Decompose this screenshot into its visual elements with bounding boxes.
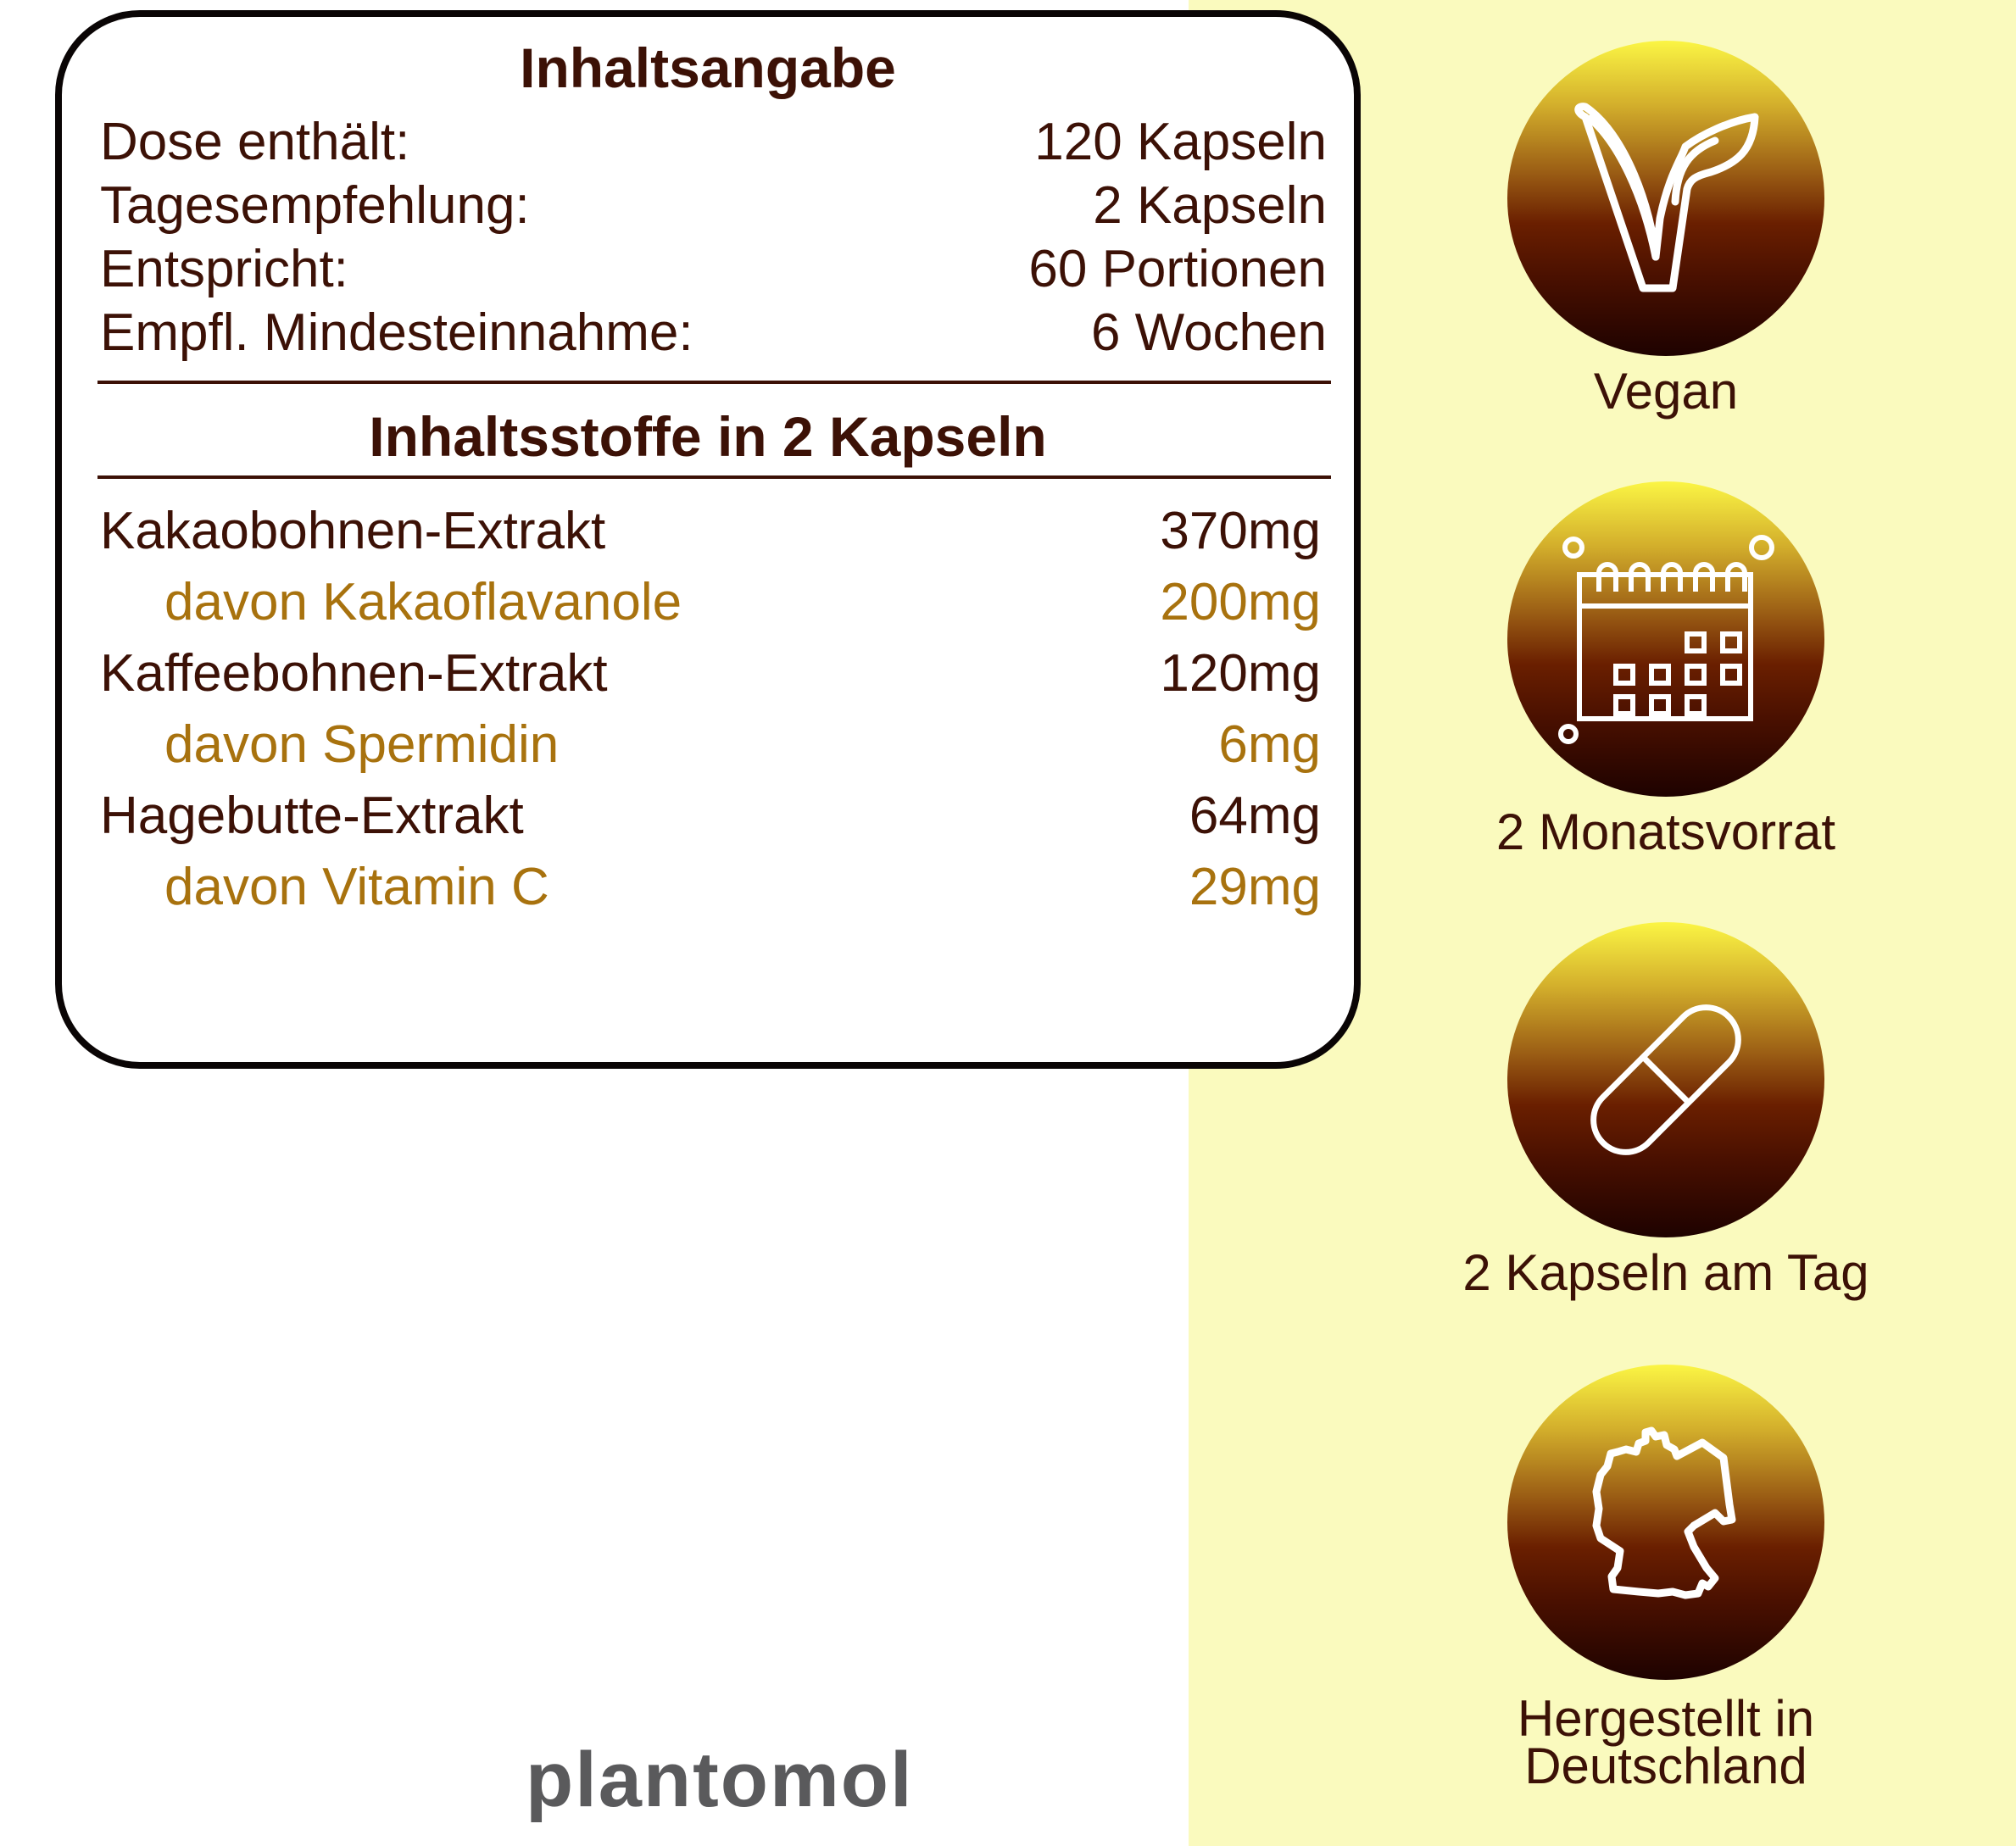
spec-row: Dose enthält: 120 Kapseln — [100, 110, 1327, 174]
card-title: Inhaltsangabe — [520, 36, 896, 99]
ingredient-value: 29mg — [1189, 858, 1321, 916]
calendar-icon — [1558, 535, 1774, 744]
spec-value: 6 Wochen — [1090, 303, 1327, 362]
ingredient-row: Kakaobohnen-Extrakt 370mg — [100, 496, 1321, 567]
ingredient-label: Kakaobohnen-Extrakt — [100, 502, 606, 560]
spec-row: Tagesempfehlung: 2 Kapseln — [100, 174, 1327, 237]
spec-value: 120 Kapseln — [1034, 113, 1327, 171]
divider — [97, 475, 1331, 479]
spec-row: Entspricht: 60 Portionen — [100, 237, 1327, 301]
ingredient-value: 120mg — [1160, 644, 1321, 703]
feature-label: 2 Kapseln am Tag — [1462, 1244, 1869, 1301]
feature-label: 2 Monatsvorrat — [1495, 803, 1836, 860]
spec-value: 2 Kapseln — [1093, 176, 1327, 235]
badge-circle — [1507, 922, 1824, 1237]
badge-circle — [1507, 41, 1824, 356]
ingredient-label: davon Vitamin C — [164, 858, 549, 916]
feature-label: Vegan — [1593, 363, 1739, 420]
ingredient-row: Hagebutte-Extrakt 64mg — [100, 781, 1321, 852]
vegan-leaf-icon — [1574, 103, 1759, 292]
ingredient-value: 200mg — [1160, 573, 1321, 631]
ingredient-value: 370mg — [1160, 502, 1321, 560]
ingredients-title: Inhaltsstoffe in 2 Kapseln — [369, 405, 1047, 468]
badge-circle — [1507, 1365, 1824, 1680]
spec-label: Dose enthält: — [100, 113, 410, 171]
ingredient-label: Kaffeebohnen-Extrakt — [100, 644, 608, 703]
ingredient-label: davon Spermidin — [164, 715, 560, 774]
spec-label: Empfl. Mindesteinnahme: — [100, 303, 693, 362]
ingredient-subrow: davon Vitamin C 29mg — [100, 852, 1321, 923]
feature-vegan: Vegan — [1412, 41, 1920, 420]
feature-supply: 2 Monatsvorrat — [1412, 481, 1920, 860]
feature-dosage: 2 Kapseln am Tag — [1412, 922, 1920, 1301]
ingredient-label: Hagebutte-Extrakt — [100, 787, 524, 845]
germany-map-icon — [1592, 1426, 1736, 1599]
contents-card: Inhaltsangabe Dose enthält: 120 Kapseln … — [55, 10, 1361, 1069]
badge-circle — [1507, 481, 1824, 797]
ingredient-value: 64mg — [1189, 787, 1321, 845]
spec-row: Empfl. Mindesteinnahme: 6 Wochen — [100, 301, 1327, 364]
feature-label-line2: Deutschland — [1524, 1738, 1807, 1794]
ingredient-subrow: davon Spermidin 6mg — [100, 709, 1321, 781]
ingredient-subrow: davon Kakaoflavanole 200mg — [100, 567, 1321, 638]
feature-made-in-germany: Hergestellt in Deutschland — [1412, 1365, 1920, 1794]
divider — [97, 381, 1331, 384]
ingredient-value: 6mg — [1218, 715, 1321, 774]
spec-label: Tagesempfehlung: — [100, 176, 530, 235]
spec-label: Entspricht: — [100, 240, 348, 298]
capsule-icon — [1590, 1004, 1741, 1155]
brand-logo: plantomol — [526, 1737, 914, 1823]
feature-label-line1: Hergestellt in — [1517, 1690, 1815, 1747]
ingredient-row: Kaffeebohnen-Extrakt 120mg — [100, 638, 1321, 709]
spec-value: 60 Portionen — [1028, 240, 1327, 298]
ingredient-label: davon Kakaoflavanole — [164, 573, 682, 631]
